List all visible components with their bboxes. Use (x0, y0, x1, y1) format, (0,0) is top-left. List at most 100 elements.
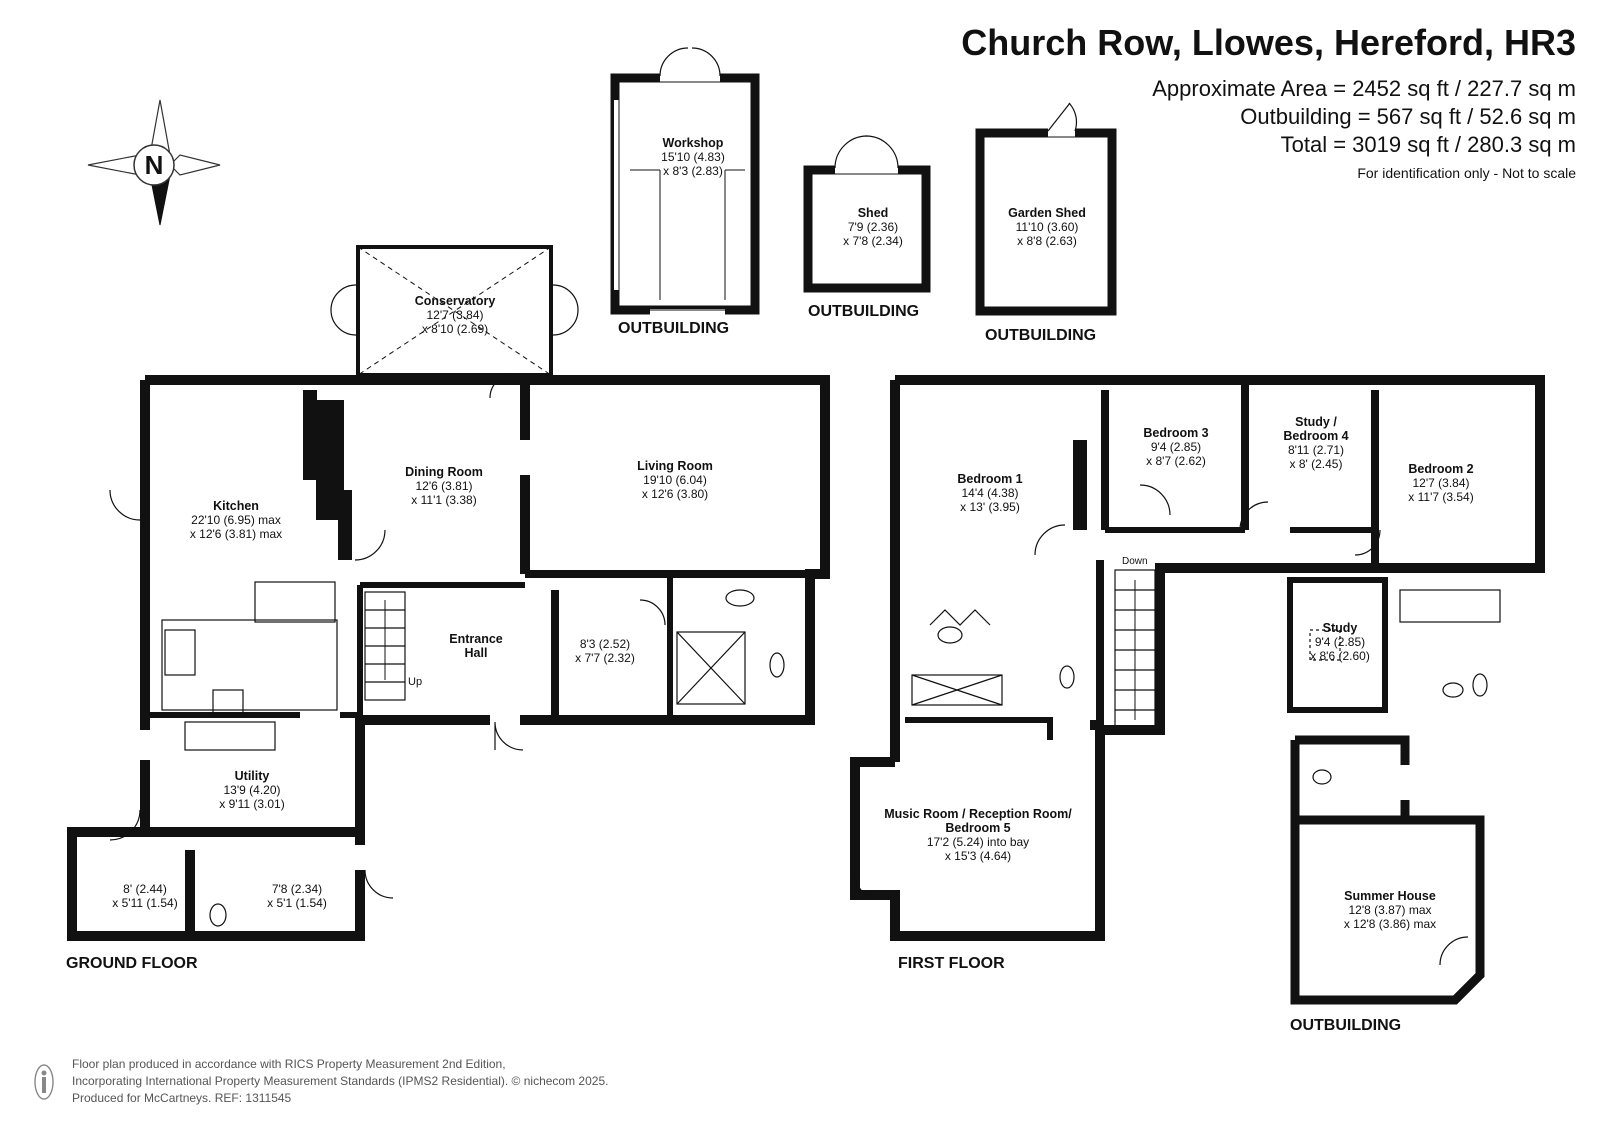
footer-line-2: Incorporating International Property Mea… (72, 1074, 609, 1088)
room-label-line: 8' (2.44) (123, 882, 167, 896)
room-label-line: x 12'6 (3.81) max (190, 527, 282, 541)
summer-house-walls (1290, 735, 1485, 1005)
footer-line-3: Produced for McCartneys. REF: 1311545 (72, 1091, 292, 1105)
room-label-store2: 7'8 (2.34)x 5'1 (1.54) (267, 882, 327, 910)
room-label-line: 12'8 (3.87) max (1349, 903, 1432, 917)
room-label-line: 12'6 (3.81) (416, 479, 473, 493)
compass-icon (87, 99, 221, 226)
room-label-line: Study / (1295, 415, 1337, 429)
room-label-line: Workshop (663, 136, 724, 150)
room-label-line: Garden Shed (1008, 206, 1086, 220)
room-label-gf-bath: 8'3 (2.52)x 7'7 (2.32) (575, 637, 635, 665)
room-label-line: Study (1323, 621, 1358, 635)
room-label-line: Entrance (449, 632, 503, 646)
garden-shed-outline (975, 102, 1117, 316)
room-label-line: Dining Room (405, 465, 483, 479)
ground-floor-fixtures (109, 373, 785, 927)
workshop-outline (610, 47, 760, 315)
room-label-line: x 9'11 (3.01) (219, 797, 284, 811)
room-label-line: Utility (235, 769, 270, 783)
room-label-line: x 8' (2.45) (1290, 457, 1343, 471)
room-label-line: 22'10 (6.95) max (191, 513, 281, 527)
disclaimer: For identification only - Not to scale (1357, 165, 1576, 181)
room-label-line: 7'9 (2.36) (848, 220, 898, 234)
room-label-line: x 7'8 (2.34) (843, 234, 903, 248)
room-label-line: x 12'8 (3.86) max (1344, 917, 1436, 931)
outbuilding-label-workshop: OUTBUILDING (618, 320, 729, 337)
room-label-line: Summer House (1344, 889, 1436, 903)
room-label-line: x 7'7 (2.32) (575, 651, 635, 665)
footer: Floor plan produced in accordance with R… (72, 1056, 608, 1107)
shed-outline (803, 135, 931, 293)
area-total: Total = 3019 sq ft / 280.3 sq m (1280, 132, 1576, 157)
room-label-line: 14'4 (4.38) (962, 486, 1019, 500)
room-label-line: 9'4 (2.85) (1151, 440, 1201, 454)
outbuilding-label-summer-house: OUTBUILDING (1290, 1017, 1401, 1034)
area-main: Approximate Area = 2452 sq ft / 227.7 sq… (1152, 76, 1576, 101)
area-outbuilding: Outbuilding = 567 sq ft / 52.6 sq m (1240, 104, 1576, 129)
room-label-line: x 8'3 (2.83) (663, 164, 723, 178)
first-floor-label: FIRST FLOOR (898, 955, 1005, 972)
stairs-down-label: Down (1122, 556, 1148, 567)
plan-title: Church Row, Llowes, Hereford, HR3 (961, 22, 1576, 63)
room-label-line: Kitchen (213, 499, 259, 513)
room-label-line: Music Room / Reception Room/ (884, 807, 1072, 821)
stairs-up-label: Up (408, 676, 422, 688)
room-label-line: Bedroom 3 (1143, 426, 1208, 440)
room-label-line: 19'10 (6.04) (643, 473, 707, 487)
room-label-line: 9'4 (2.85) (1315, 635, 1365, 649)
room-label-line: Bedroom 4 (1283, 429, 1348, 443)
room-label-line: x 5'1 (1.54) (267, 896, 327, 910)
room-label-line: x 13' (3.95) (960, 500, 1020, 514)
outbuilding-label-shed: OUTBUILDING (808, 303, 919, 320)
room-label-line: Shed (858, 206, 889, 220)
room-label-line: 11'10 (3.60) (1016, 220, 1079, 234)
room-label-line: 8'3 (2.52) (580, 637, 630, 651)
room-label-line: x 8'6 (2.60) (1310, 649, 1370, 663)
footer-line-1: Floor plan produced in accordance with R… (72, 1057, 506, 1071)
room-label-line: x 5'11 (1.54) (112, 896, 177, 910)
first-floor-walls (850, 375, 1545, 941)
room-label-line: x 12'6 (3.80) (642, 487, 708, 501)
first-floor-fixtures (854, 484, 1501, 898)
room-label-line: Living Room (637, 459, 713, 473)
room-label-line: Bedroom 2 (1408, 462, 1473, 476)
outbuilding-label-garden-shed: OUTBUILDING (985, 327, 1096, 344)
room-label-line: x 11'1 (3.38) (411, 493, 476, 507)
ground-floor-label: GROUND FLOOR (66, 955, 198, 972)
person-icon (34, 1064, 54, 1100)
room-label-line: Bedroom 5 (945, 821, 1010, 835)
room-label-line: 7'8 (2.34) (272, 882, 322, 896)
room-label-line: 15'10 (4.83) (661, 150, 725, 164)
room-label-line: 12'7 (3.84) (427, 308, 484, 322)
room-label-store1: 8' (2.44)x 5'11 (1.54) (112, 882, 177, 910)
room-label-line: x 15'3 (4.64) (945, 849, 1011, 863)
ground-floor-walls (67, 245, 830, 941)
room-label-line: x 8'7 (2.62) (1146, 454, 1206, 468)
room-label-line: 12'7 (3.84) (1413, 476, 1470, 490)
room-label-line: Hall (465, 646, 488, 660)
room-label-line: x 8'8 (2.63) (1017, 234, 1077, 248)
room-label-line: Bedroom 1 (957, 472, 1022, 486)
room-label-line: 13'9 (4.20) (224, 783, 281, 797)
room-label-line: 17'2 (5.24) into bay (927, 835, 1029, 849)
compass-letter: N (145, 150, 164, 180)
room-label-line: x 11'7 (3.54) (1408, 490, 1473, 504)
